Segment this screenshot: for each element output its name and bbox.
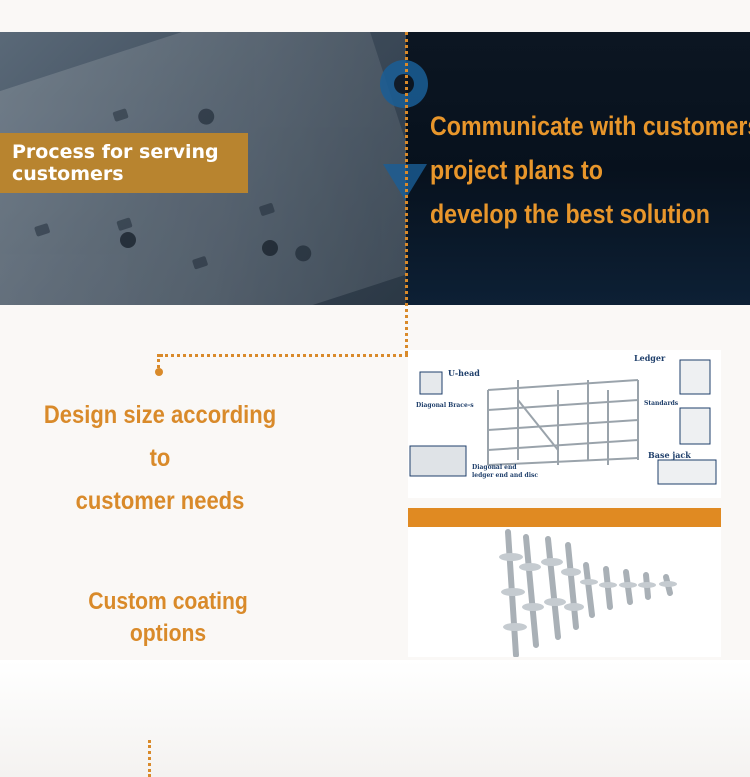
connector-dot [155,368,163,376]
hero-heading: Communicate with customers' project plan… [430,104,750,236]
scaffold-diagram: U-head Ledger Diagonal Brace-s Standards… [408,350,721,498]
process-badge: Process for serving customers [0,133,248,193]
label-u-head: U-head [448,368,480,378]
hero-dark-panel [406,32,750,305]
top-strip [0,0,750,32]
label-standards: Standards [644,400,679,407]
scaffold-diagram-drawing [409,359,717,485]
label-diagonal-brace: Diagonal Brace-s [416,402,474,409]
label-ledger-end: ledger end and disc [472,472,539,479]
bottom-panel [0,660,750,777]
label-ledger: Ledger [634,353,666,363]
hero-heading-line: Communicate with customers' [430,111,750,141]
connector-horizontal [160,354,408,357]
step-design: Design size according to customer needs [37,394,283,523]
hero-heading-line: develop the best solution [430,199,710,229]
connector-bottom [148,740,151,777]
scaffold-standards-photo [408,527,721,658]
board-hole [262,240,278,256]
board-hole [120,232,136,248]
blue-ring-decoration [380,60,428,108]
step-coating: Custom coating options [88,588,248,647]
process-badge-label: Process for serving customers [12,141,219,185]
step-design-line: customer needs [75,487,245,515]
label-diagonal-end: Diagonal end [472,464,517,471]
connector-vertical [405,32,408,354]
hero-banner: Process for serving customers Communicat… [0,32,750,305]
step-design-line: Design size according to [43,401,277,472]
hero-heading-line: project plans to [430,155,603,185]
scaffold-standards-drawing [499,529,677,658]
orange-divider-bar [408,508,721,527]
label-base-jack: Base jack [648,450,691,460]
connector-drop [157,354,160,368]
